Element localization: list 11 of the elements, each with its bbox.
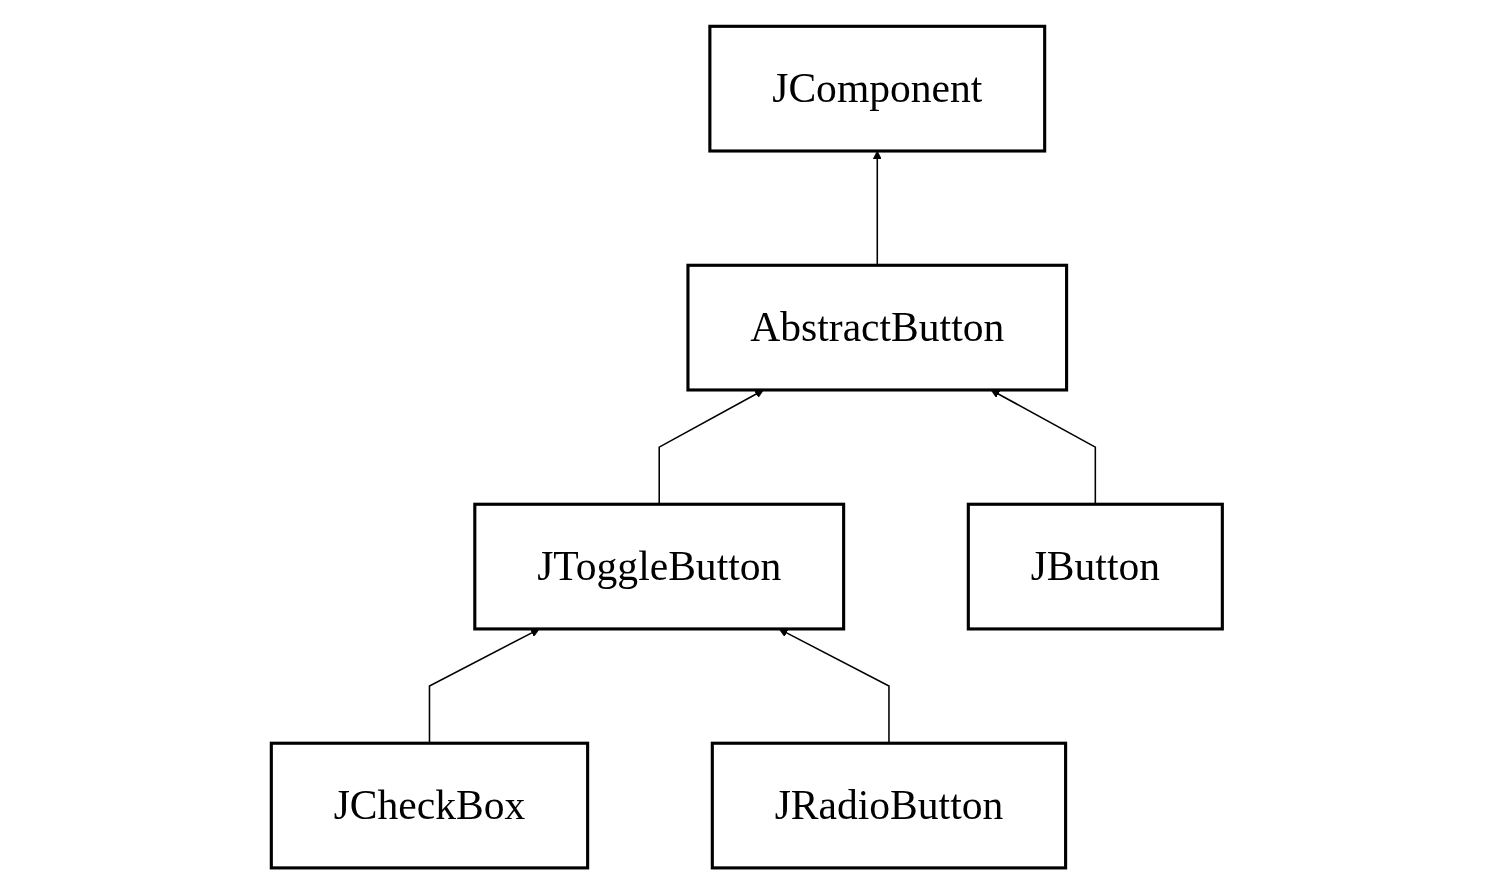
node-box: JToggleButton: [472, 502, 845, 631]
node-box: JCheckBox: [269, 741, 589, 870]
arrow: [778, 628, 890, 744]
arrow: [658, 389, 764, 505]
node-box: JRadioButton: [710, 741, 1067, 870]
node-box: JComponent: [708, 24, 1046, 153]
arrow: [428, 628, 540, 744]
node-box: JButton: [966, 502, 1224, 631]
arrow: [990, 389, 1096, 505]
node-box: AbstractButton: [686, 263, 1068, 392]
arrow: [872, 150, 882, 266]
